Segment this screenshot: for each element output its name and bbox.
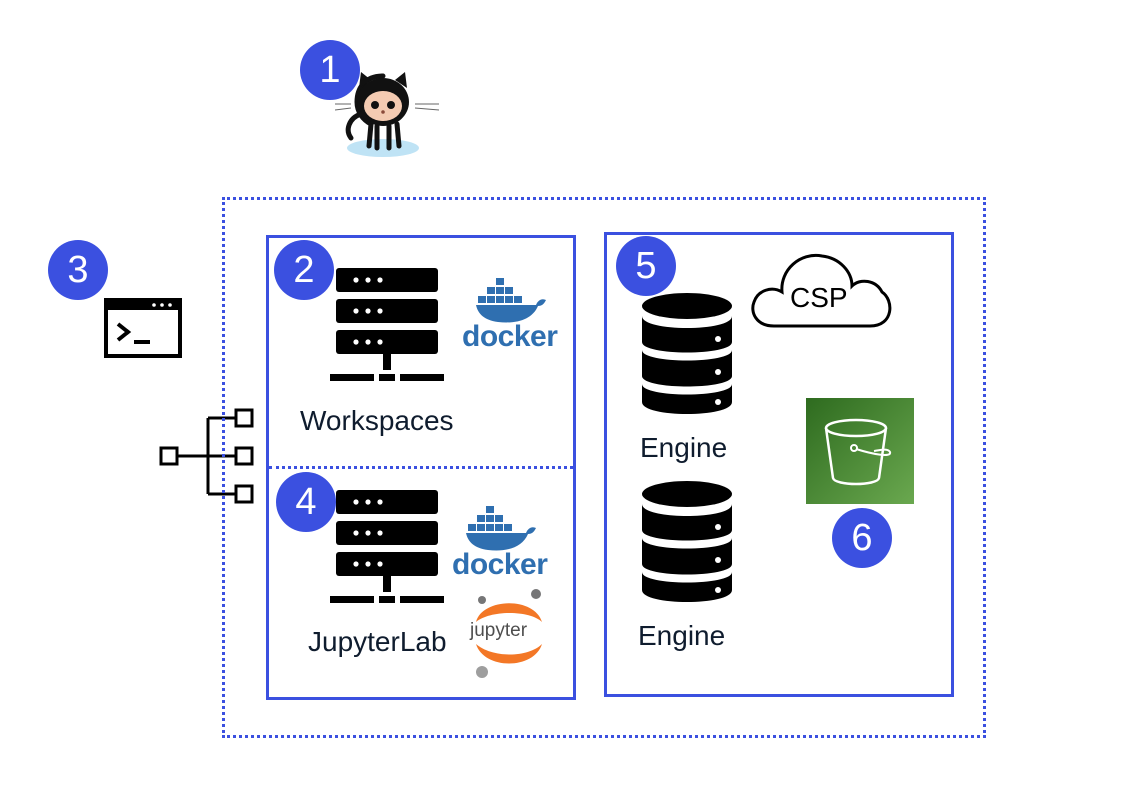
cloud-icon <box>748 242 896 335</box>
database-icon <box>640 292 734 421</box>
workspaces-label: Workspaces <box>300 405 454 436</box>
system-boundary <box>222 197 986 738</box>
step-badge-4: 4 <box>276 472 336 532</box>
engine-panel <box>604 232 954 697</box>
terminal-window-icon <box>104 298 182 363</box>
step-badge-2: 2 <box>274 240 334 300</box>
docker-wordmark: docker <box>452 548 548 581</box>
storage-bucket-icon <box>806 398 914 504</box>
step-badge-6: 6 <box>832 508 892 568</box>
docker-wordmark: docker <box>462 320 558 353</box>
step-badge-3: 3 <box>48 240 108 300</box>
docker-whale-icon <box>466 504 538 557</box>
engine-label: Engine <box>638 620 726 651</box>
engine-label: Engine <box>640 432 728 463</box>
compute-panel-divider <box>269 466 573 469</box>
jupyter-wordmark: jupyter <box>470 620 528 641</box>
database-icon <box>640 480 734 609</box>
github-octocat-icon <box>334 68 445 165</box>
docker-whale-icon <box>476 276 548 329</box>
server-rack-icon <box>330 268 444 393</box>
network-tree-icon <box>158 404 258 511</box>
server-rack-icon <box>330 490 444 615</box>
compute-panel <box>266 235 576 700</box>
step-badge-1: 1 <box>300 40 360 100</box>
step-badge-5: 5 <box>616 236 676 296</box>
csp-label: CSP <box>790 282 848 313</box>
jupyterlab-label: JupyterLab <box>308 626 447 657</box>
jupyter-logo-icon <box>470 586 550 685</box>
